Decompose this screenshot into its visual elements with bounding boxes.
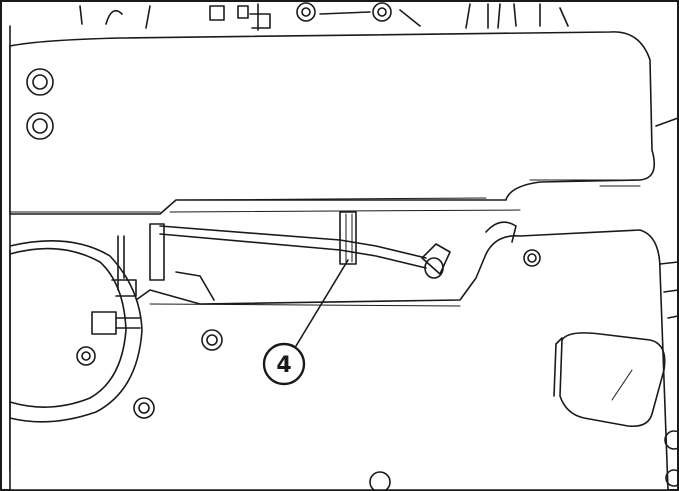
lower-housing — [9, 229, 669, 491]
retaining-pin — [421, 243, 451, 279]
bolt-left-upper — [26, 68, 54, 96]
callout-4: 4 — [262, 342, 306, 386]
fuel-line — [159, 225, 427, 269]
callout-leader — [295, 259, 349, 347]
housing-bolt-1 — [201, 329, 223, 351]
callout-4-label: 4 — [276, 353, 291, 378]
fuel-line-fitting — [339, 211, 357, 265]
housing-bolt-2 — [133, 397, 155, 419]
bolt-left-lower — [26, 112, 54, 140]
upper-components — [9, 2, 569, 471]
upper-cover-panel — [9, 31, 656, 215]
inspection-window — [553, 332, 666, 428]
round-housing — [9, 240, 143, 423]
housing-bolt-5 — [664, 430, 679, 487]
housing-bolt-3 — [523, 249, 541, 267]
housing-bolt-4 — [369, 471, 391, 491]
connector-block — [111, 223, 215, 301]
